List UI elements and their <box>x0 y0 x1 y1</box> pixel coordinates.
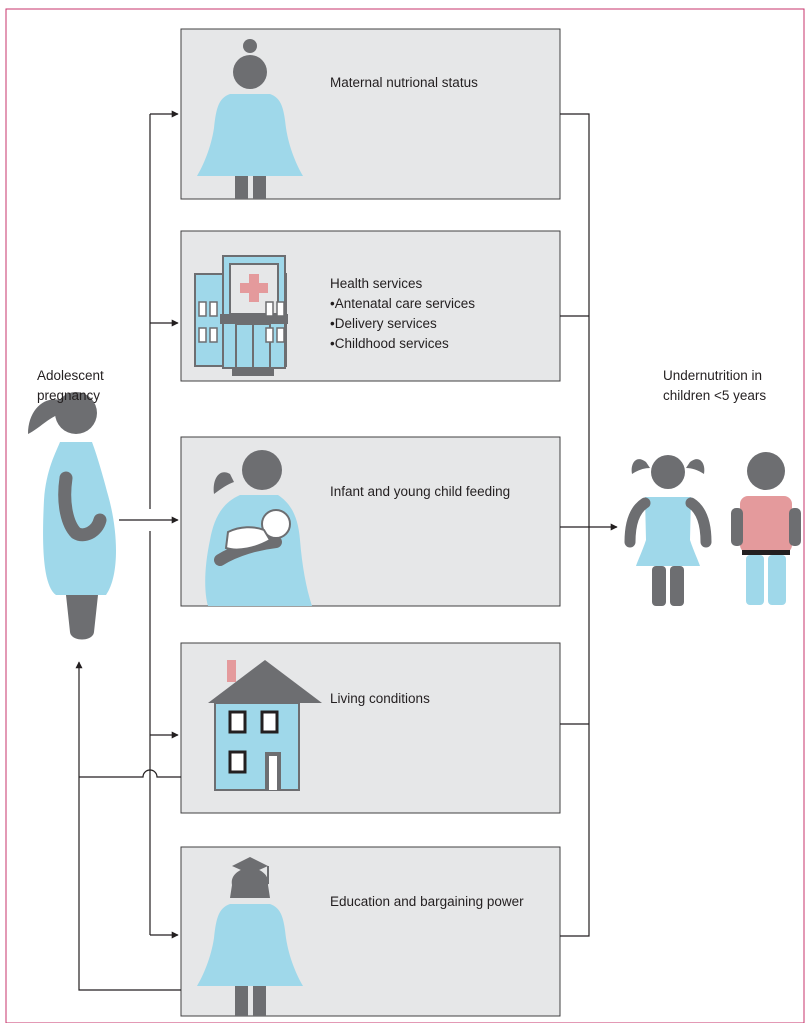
boy-figure <box>731 452 801 605</box>
adolescent-pregnancy-label: Adolescent pregnancy <box>37 368 104 403</box>
health-services-list: Antenatal care services Delivery service… <box>330 294 475 354</box>
box-title-maternal-nutrition: Maternal nutrional status <box>330 75 478 90</box>
children-icon <box>624 452 801 606</box>
health-service-item: Antenatal care services <box>330 294 475 314</box>
girl-figure <box>624 455 712 606</box>
undernutrition-label: Undernutrition in children <5 years <box>663 368 767 403</box>
graduate-woman-icon <box>197 857 303 1016</box>
connector-lines <box>75 110 618 991</box>
health-services-text: Health services Antenatal care services … <box>330 274 475 354</box>
pregnant-adolescent-icon <box>28 392 117 640</box>
feedback-education-to-pregnancy <box>75 661 181 991</box>
box-title-living-conditions: Living conditions <box>330 691 430 706</box>
box-title-health-services: Health services <box>330 276 423 291</box>
health-service-item: Delivery services <box>330 314 475 334</box>
box-title-infant-feeding: Infant and young child feeding <box>330 484 511 499</box>
mother-icon <box>197 39 303 199</box>
right-bus-line <box>560 113 590 937</box>
figure-frame <box>5 8 805 1023</box>
feedback-living-conditions <box>79 769 181 778</box>
box-title-education: Education and bargaining power <box>330 894 524 909</box>
mother-holding-infant-icon <box>205 450 312 606</box>
health-service-item: Childhood services <box>330 334 475 354</box>
hospital-icon <box>194 255 288 376</box>
house-icon <box>208 660 322 791</box>
